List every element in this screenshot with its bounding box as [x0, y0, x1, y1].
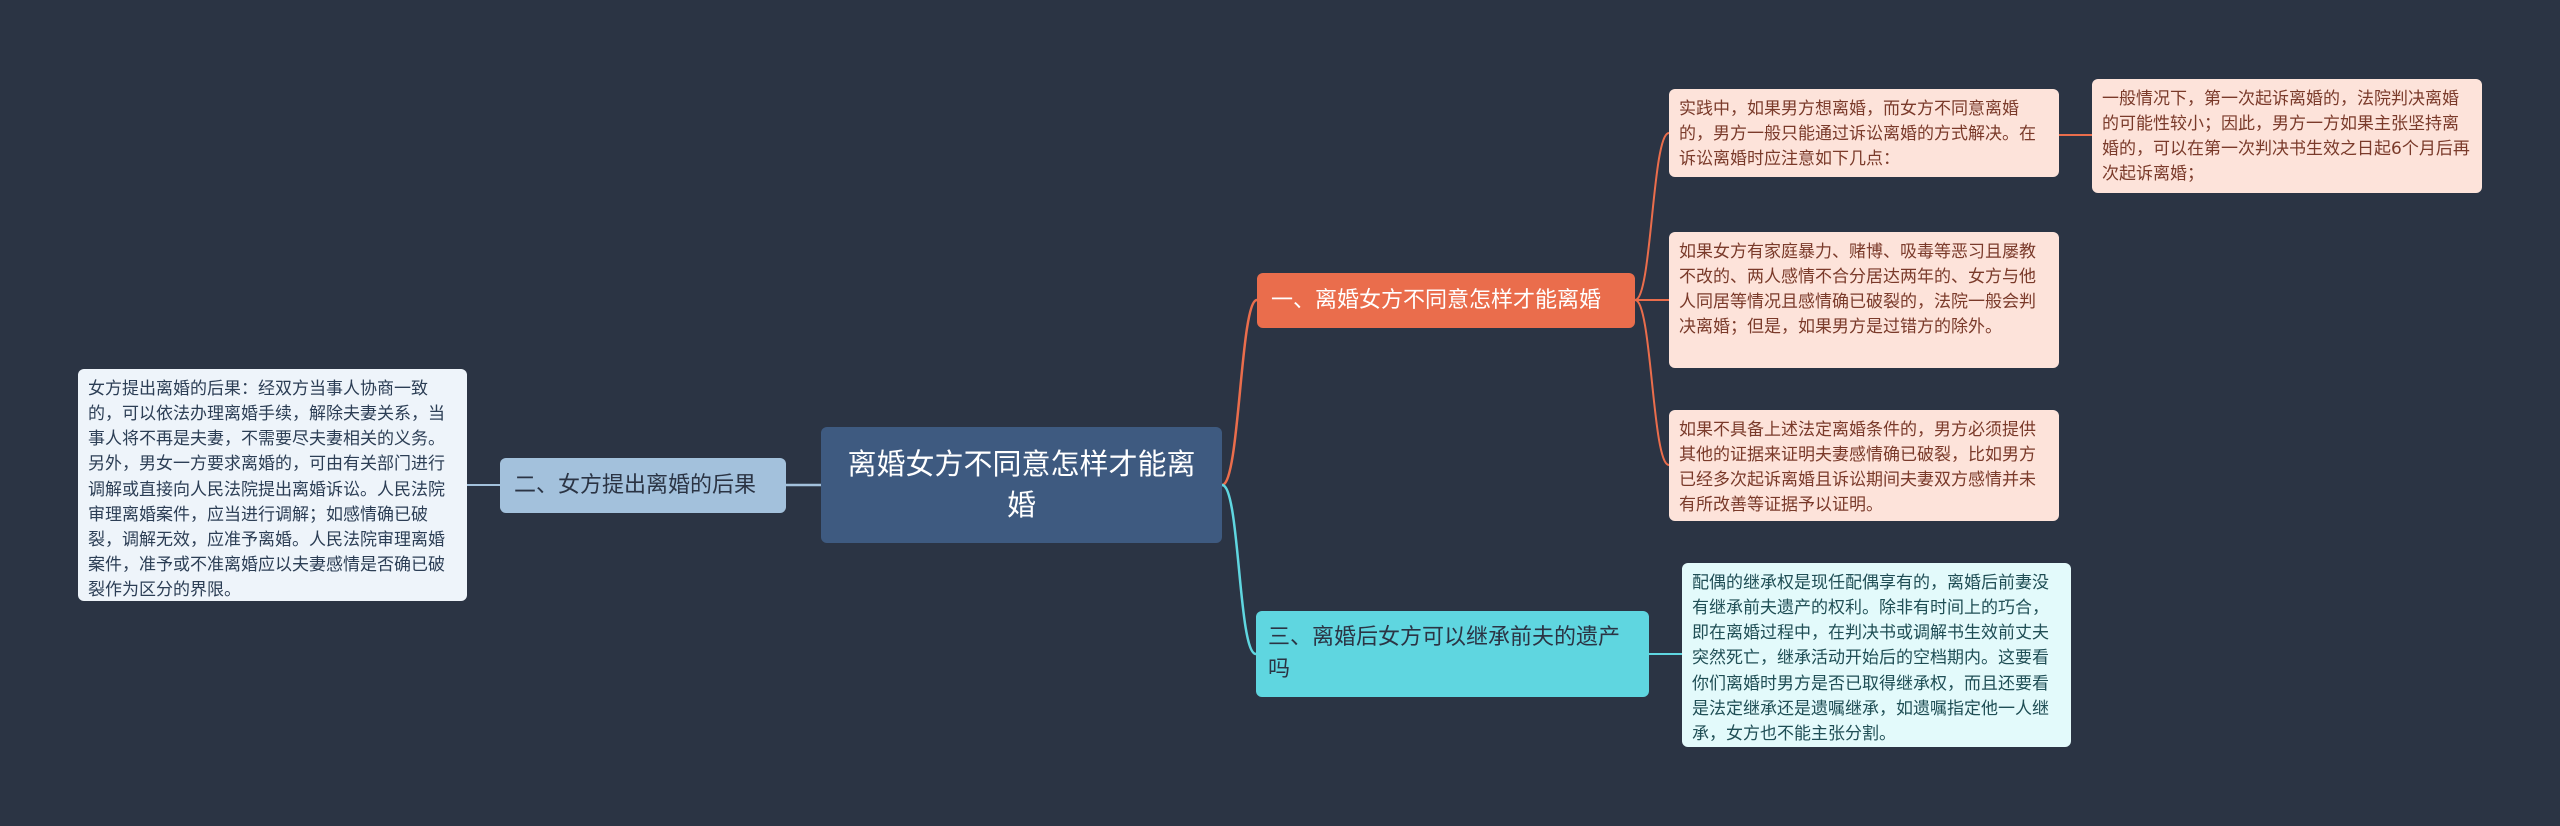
link-branch1-to-leaf1	[1634, 132, 1670, 301]
branch1-leaf-3-text: 如果不具备上述法定离婚条件的，男方必须提供其他的证据来证明夫妻感情确已破裂，比如…	[1679, 420, 2036, 516]
branch1-leaf-3[interactable]: 如果不具备上述法定离婚条件的，男方必须提供其他的证据来证明夫妻感情确已破裂，比如…	[1669, 410, 2059, 521]
branch3-leaf-1-text: 配偶的继承权是现任配偶享有的，离婚后前妻没有继承前夫遗产的权利。除非有时间上的巧…	[1692, 573, 2049, 744]
root-topic-label: 离婚女方不同意怎样才能离婚	[847, 447, 1196, 522]
branch-topic-1[interactable]: 一、离婚女方不同意怎样才能离婚	[1257, 273, 1635, 328]
branch-topic-1-label: 一、离婚女方不同意怎样才能离婚	[1271, 287, 1602, 313]
branch2-leaf-1-text: 女方提出离婚的后果：经双方当事人协商一致的，可以依法办理离婚手续，解除夫妻关系，…	[88, 379, 445, 601]
branch1-leaf-1-child-text: 一般情况下，第一次起诉离婚的，法院判决离婚的可能性较小；因此，男方一方如果主张坚…	[2102, 89, 2470, 185]
branch3-leaf-1[interactable]: 配偶的继承权是现任配偶享有的，离婚后前妻没有继承前夫遗产的权利。除非有时间上的巧…	[1682, 563, 2071, 747]
branch-topic-3[interactable]: 三、离婚后女方可以继承前夫的遗产吗	[1256, 611, 1649, 697]
link-branch1-to-leaf3	[1634, 299, 1670, 466]
branch1-leaf-2-text: 如果女方有家庭暴力、赌博、吸毒等恶习且屡教不改的、两人感情不合分居达两年的、女方…	[1679, 242, 2036, 338]
root-topic[interactable]: 离婚女方不同意怎样才能离婚	[821, 427, 1222, 543]
branch1-leaf-1-child[interactable]: 一般情况下，第一次起诉离婚的，法院判决离婚的可能性较小；因此，男方一方如果主张坚…	[2092, 79, 2482, 193]
branch1-leaf-1[interactable]: 实践中，如果男方想离婚，而女方不同意离婚的，男方一般只能通过诉讼离婚的方式解决。…	[1669, 89, 2059, 177]
link-root-to-branch1	[1221, 298, 1258, 487]
branch-topic-2[interactable]: 二、女方提出离婚的后果	[500, 458, 786, 513]
branch-topic-3-label: 三、离婚后女方可以继承前夫的遗产吗	[1268, 625, 1621, 682]
link-root-to-branch3	[1221, 483, 1257, 656]
branch1-leaf-2[interactable]: 如果女方有家庭暴力、赌博、吸毒等恶习且屡教不改的、两人感情不合分居达两年的、女方…	[1669, 232, 2059, 368]
branch1-leaf-1-text: 实践中，如果男方想离婚，而女方不同意离婚的，男方一般只能通过诉讼离婚的方式解决。…	[1679, 99, 2036, 170]
branch-topic-2-label: 二、女方提出离婚的后果	[514, 472, 757, 498]
branch2-leaf-1[interactable]: 女方提出离婚的后果：经双方当事人协商一致的，可以依法办理离婚手续，解除夫妻关系，…	[78, 369, 467, 601]
